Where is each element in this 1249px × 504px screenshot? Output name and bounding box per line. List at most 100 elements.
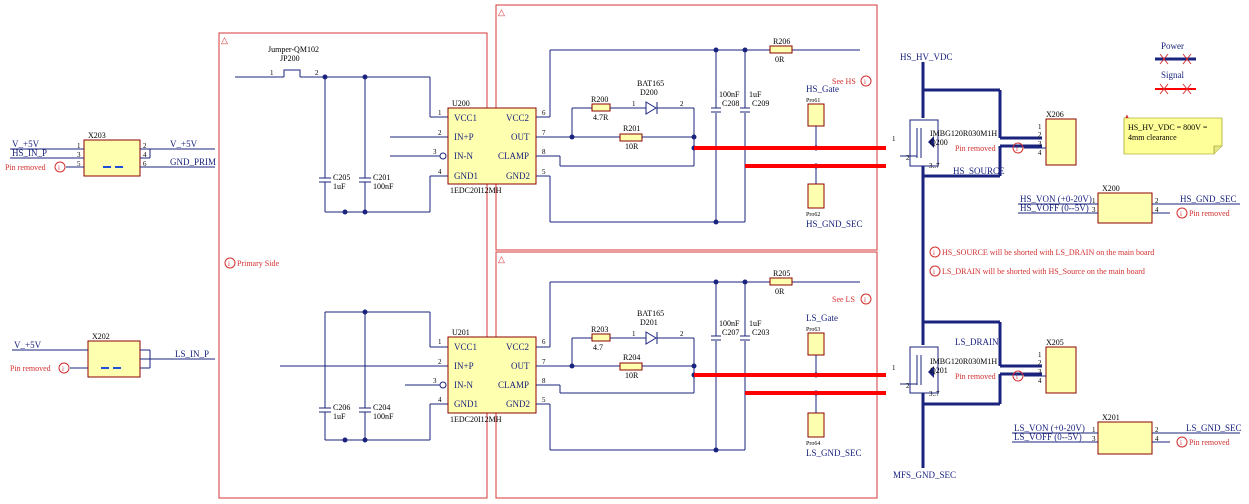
svg-text:4: 4 [1155, 435, 1159, 443]
mosfet-q200: HS_HV_VDC IMBG120R030M1H Q200 1 2 3..7 H… [892, 52, 1042, 245]
svg-text:2: 2 [1038, 131, 1042, 139]
svg-text:GND1: GND1 [454, 399, 478, 409]
svg-text:V_+5V: V_+5V [12, 139, 40, 149]
svg-text:LS_DRAIN will be shorted with: LS_DRAIN will be shorted with HS_Source … [942, 267, 1145, 276]
svg-text:i: i [864, 78, 866, 86]
svg-text:Pro63: Pro63 [806, 327, 820, 333]
svg-text:MFS_GND_SEC: MFS_GND_SEC [893, 470, 956, 480]
svg-text:100nF: 100nF [719, 319, 740, 328]
svg-text:0R: 0R [775, 55, 785, 64]
svg-text:IN+P: IN+P [454, 132, 474, 142]
svg-text:△: △ [221, 35, 228, 45]
svg-text:7: 7 [542, 129, 546, 137]
svg-text:IN+P: IN+P [454, 361, 474, 371]
svg-text:U200: U200 [452, 99, 470, 108]
svg-text:D200: D200 [640, 88, 658, 97]
svg-text:Q201: Q201 [930, 366, 948, 375]
legend: Power Signal [1155, 41, 1196, 95]
svg-text:100nF: 100nF [373, 412, 394, 421]
see-ls-link: See LS i [832, 293, 872, 305]
svg-text:HS_IN_P: HS_IN_P [12, 148, 47, 158]
svg-text:4mm clearance: 4mm clearance [1128, 133, 1177, 142]
svg-text:2: 2 [1155, 426, 1159, 434]
svg-text:1uF: 1uF [333, 182, 346, 191]
svg-text:△: △ [498, 254, 505, 264]
svg-text:OUT: OUT [511, 132, 530, 142]
svg-text:Pro62: Pro62 [806, 212, 820, 218]
svg-text:2: 2 [315, 69, 319, 77]
svg-text:Q200: Q200 [930, 138, 948, 147]
svg-text:LS_DRAIN: LS_DRAIN [955, 337, 999, 347]
gate-driver-u201: U201 VCC1 IN+P IN-N GND1 VCC2 OUT CLAMP … [433, 328, 546, 424]
svg-text:LS_Gate: LS_Gate [806, 313, 838, 323]
svg-text:4: 4 [1038, 377, 1042, 385]
svg-text:2: 2 [438, 129, 442, 137]
svg-text:1EDC20I12MH: 1EDC20I12MH [450, 186, 502, 195]
svg-text:2: 2 [906, 154, 910, 162]
svg-text:i: i [1016, 145, 1018, 153]
svg-text:C201: C201 [373, 173, 390, 182]
svg-text:3: 3 [433, 377, 437, 385]
svg-text:IMBG120R030M1H: IMBG120R030M1H [930, 129, 997, 138]
svg-text:HS_SOURCE: HS_SOURCE [953, 166, 1005, 176]
svg-text:VCC2: VCC2 [506, 113, 529, 123]
svg-text:5: 5 [542, 396, 546, 404]
svg-text:10R: 10R [625, 142, 639, 151]
svg-text:i: i [1180, 210, 1182, 218]
svg-text:4: 4 [1155, 206, 1159, 214]
svg-text:i: i [1180, 439, 1182, 447]
svg-text:X202: X202 [92, 332, 110, 341]
svg-text:i: i [228, 260, 230, 268]
hs-power-lines [694, 146, 886, 168]
svg-text:Pin removed: Pin removed [955, 144, 996, 153]
svg-text:3: 3 [1038, 140, 1042, 148]
svg-text:C204: C204 [373, 403, 390, 412]
svg-text:4: 4 [143, 151, 147, 159]
svg-text:HS_VOFF (0--5V): HS_VOFF (0--5V) [1020, 203, 1089, 213]
svg-text:C209: C209 [752, 99, 769, 108]
svg-text:5: 5 [77, 160, 81, 168]
svg-text:Pin removed: Pin removed [10, 364, 51, 373]
jumper-jp200: Jumper-QM102 JP200 1 2 [235, 45, 325, 78]
svg-text:HS_HV_VDC: HS_HV_VDC [900, 52, 953, 62]
primary-bottom-wiring: C206 1uF C204 100nF [280, 309, 448, 443]
svg-text:IN-N: IN-N [454, 380, 473, 390]
svg-text:3: 3 [1092, 435, 1096, 443]
svg-text:1: 1 [438, 109, 442, 117]
svg-text:V_+5V: V_+5V [14, 340, 42, 350]
svg-text:i: i [58, 164, 60, 172]
svg-text:4: 4 [438, 396, 442, 404]
svg-text:6: 6 [542, 338, 546, 346]
svg-text:4.7: 4.7 [593, 343, 603, 352]
svg-text:X203: X203 [88, 131, 106, 140]
ls-gate-probes: LS_Gate Pro63 Pro64 LS_GND_SEC [806, 313, 862, 458]
svg-text:IN-N: IN-N [454, 151, 473, 161]
svg-text:5: 5 [542, 168, 546, 176]
svg-text:VCC1: VCC1 [454, 342, 477, 352]
svg-text:2: 2 [1155, 197, 1159, 205]
svg-text:HS_VON (+0-20V): HS_VON (+0-20V) [1020, 194, 1092, 204]
svg-text:1: 1 [270, 69, 274, 77]
svg-text:1uF: 1uF [749, 319, 762, 328]
svg-text:R200: R200 [591, 95, 608, 104]
svg-text:BAT165: BAT165 [637, 79, 664, 88]
svg-text:IMBG120R030M1H: IMBG120R030M1H [930, 357, 997, 366]
see-hs-link: See HS i [832, 75, 872, 87]
svg-text:10R: 10R [625, 371, 639, 380]
svg-text:VCC2: VCC2 [506, 342, 529, 352]
connector-x200: X200 HS_VON (+0-20V) HS_VOFF (0--5V) HS_… [1018, 184, 1240, 224]
svg-text:HS_Gate: HS_Gate [806, 84, 839, 94]
svg-text:C203: C203 [752, 328, 769, 337]
svg-text:3..7: 3..7 [929, 390, 940, 398]
svg-text:2: 2 [906, 382, 910, 390]
ls-secondary-wiring: R203 4.7 R204 10R BAT165 D201 1 2 100nF … [536, 269, 860, 453]
svg-text:HS_SOURCE will be shorted with: HS_SOURCE will be shorted with LS_DRAIN … [942, 248, 1154, 257]
svg-text:R201: R201 [623, 124, 640, 133]
svg-text:1: 1 [1038, 123, 1042, 131]
svg-text:HS_GND_SEC: HS_GND_SEC [806, 219, 863, 229]
svg-text:X206: X206 [1046, 110, 1064, 119]
svg-text:3: 3 [433, 148, 437, 156]
svg-text:8: 8 [542, 148, 546, 156]
connector-x202: X202 V_+5V LS_IN_P Pin removed i [10, 332, 215, 378]
